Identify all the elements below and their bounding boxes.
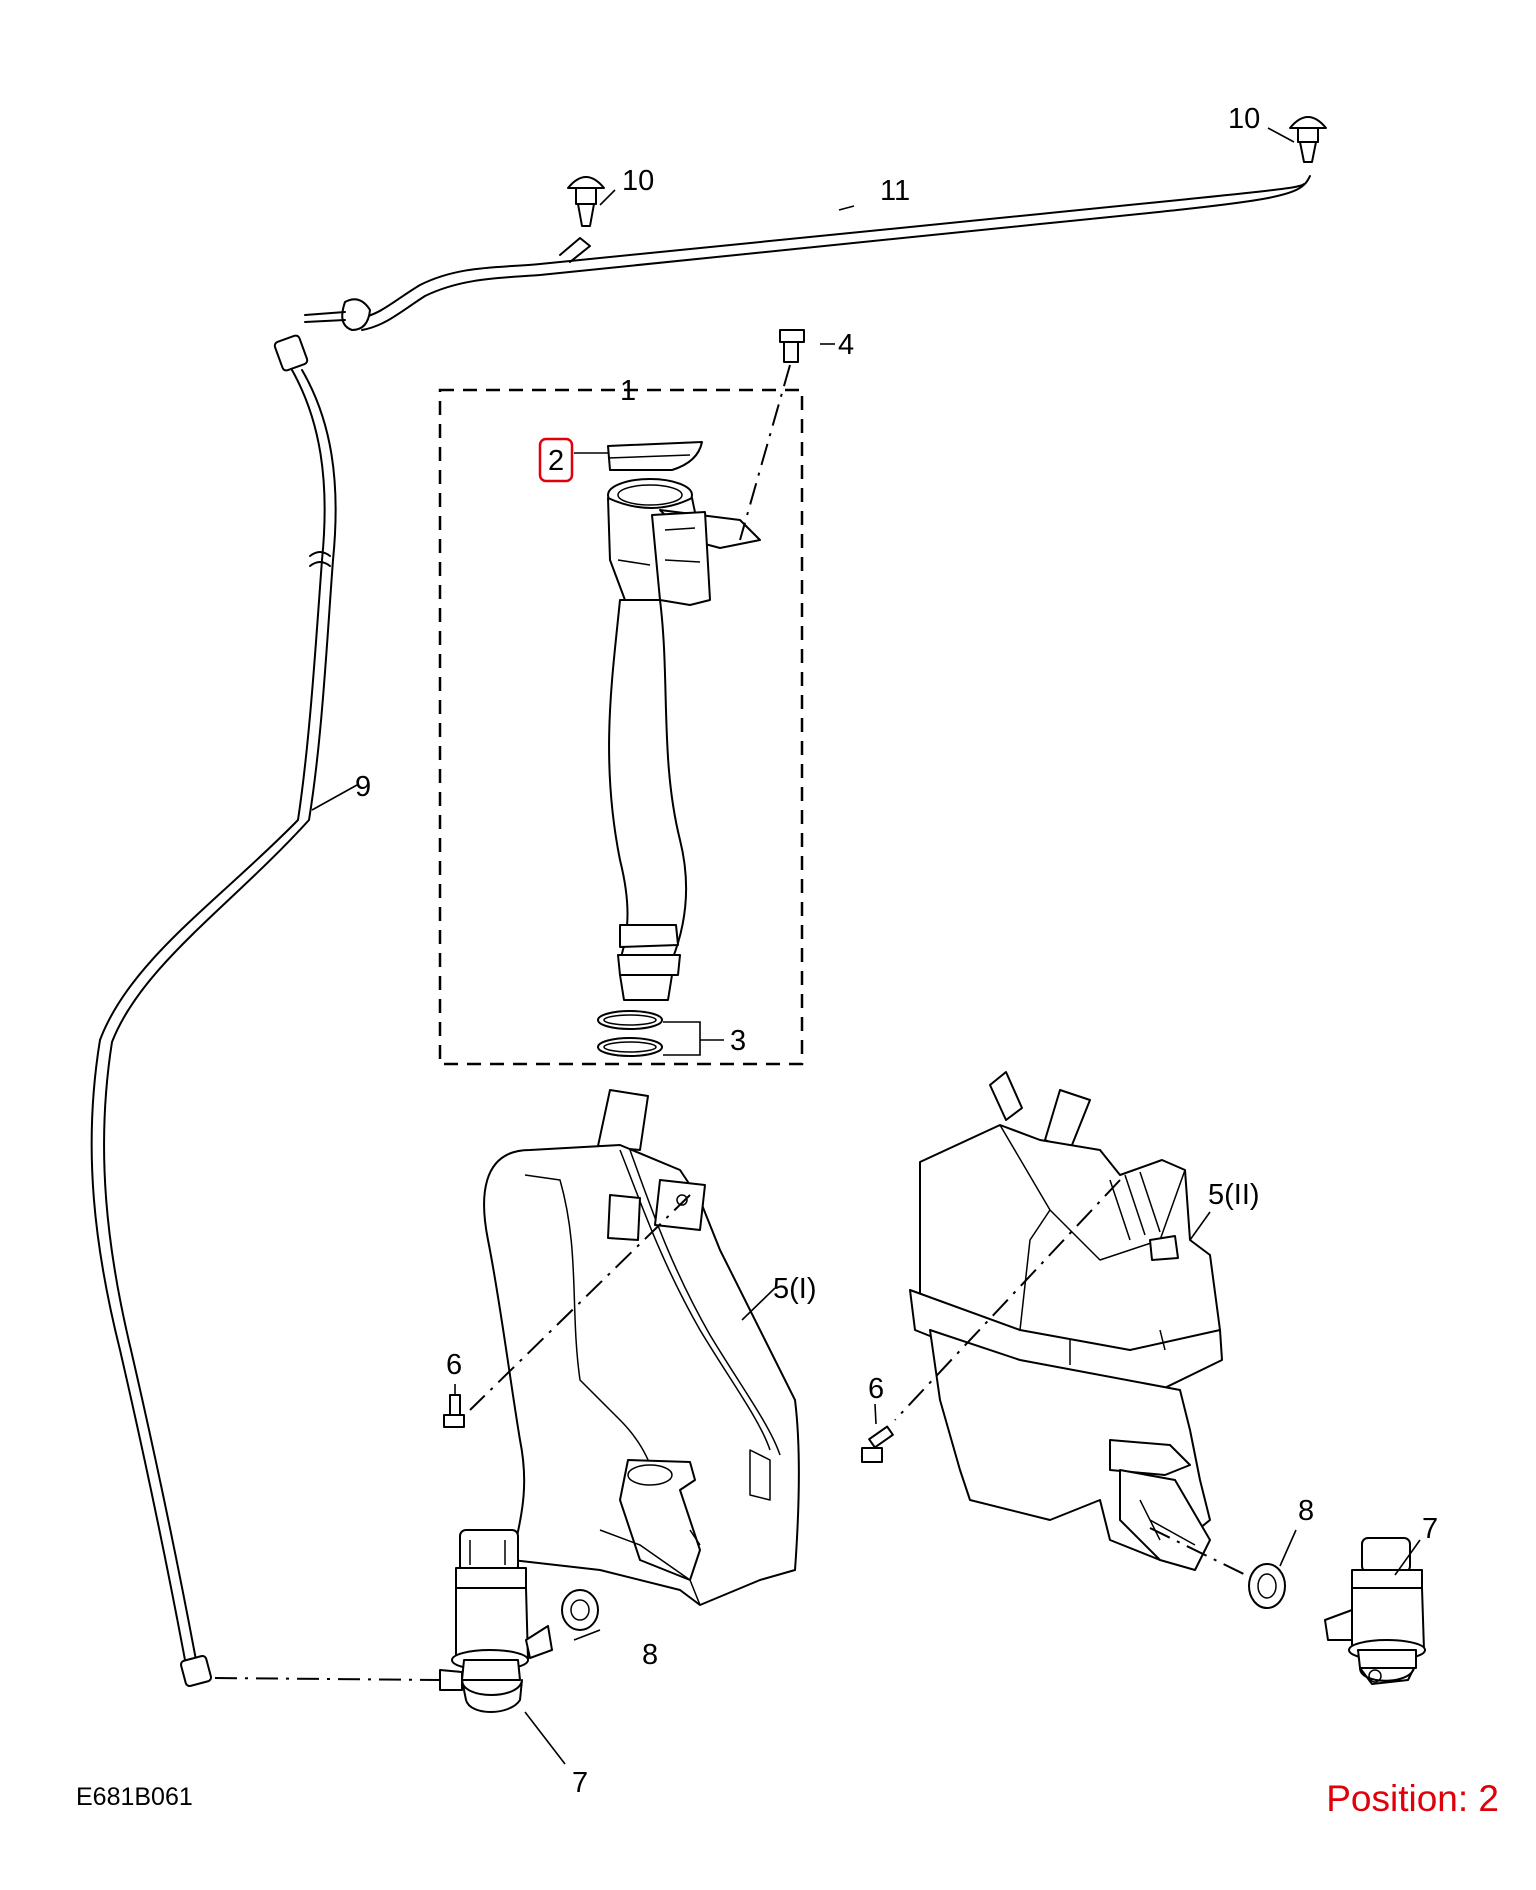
callout-6-left[interactable]: 6 — [446, 1349, 462, 1381]
nozzle-10-right[interactable] — [1289, 116, 1327, 163]
grommet-8-left[interactable] — [561, 1589, 599, 1631]
diagram-code: E681B061 — [76, 1783, 193, 1811]
callout-7-left[interactable]: 7 — [572, 1767, 588, 1799]
pump-7-left[interactable] — [214, 1529, 553, 1713]
callout-8-right[interactable]: 8 — [1298, 1495, 1314, 1527]
callout-4[interactable]: 4 — [838, 329, 854, 361]
callout-11[interactable]: 11 — [880, 175, 910, 207]
callout-9[interactable]: 9 — [355, 771, 371, 803]
callout-3[interactable]: 3 — [730, 1025, 746, 1057]
pump-7-right[interactable] — [1324, 1537, 1426, 1685]
position-highlight — [538, 437, 574, 483]
callout-8-left[interactable]: 8 — [642, 1639, 658, 1671]
filler-neck[interactable] — [607, 478, 761, 1001]
bolt-6-left[interactable] — [443, 1394, 465, 1428]
callout-10-left[interactable]: 10 — [622, 165, 654, 197]
callout-labels: 1 2 3 4 5(I) 5(II) 6 6 7 7 8 8 9 10 10 1… — [355, 103, 1438, 1799]
filler-cap-2[interactable] — [607, 441, 703, 471]
reservoir-5-i[interactable] — [469, 1089, 800, 1606]
hose-11[interactable] — [304, 175, 1311, 331]
bolt-6-right[interactable] — [861, 1425, 894, 1463]
callout-5-i[interactable]: 5(I) — [773, 1273, 817, 1305]
filler-assembly-1[interactable] — [438, 388, 804, 1066]
hose-9[interactable] — [90, 334, 337, 1688]
callout-10-right[interactable]: 10 — [1228, 103, 1260, 135]
callout-7-right[interactable]: 7 — [1422, 1513, 1438, 1545]
callout-1[interactable]: 1 — [620, 375, 636, 407]
reservoir-5-ii[interactable] — [894, 1071, 1261, 1583]
grommet-8-right[interactable] — [1248, 1563, 1286, 1609]
nozzle-10-left[interactable] — [567, 176, 605, 227]
callout-2[interactable]: 2 — [548, 445, 564, 477]
callout-5-ii[interactable]: 5(II) — [1208, 1179, 1260, 1211]
callout-6-right[interactable]: 6 — [868, 1373, 884, 1405]
bolt-4[interactable] — [739, 329, 805, 541]
leader-lines — [311, 127, 1421, 1765]
position-label: Position: 2 — [1326, 1778, 1499, 1819]
o-rings-3[interactable] — [597, 1010, 724, 1057]
